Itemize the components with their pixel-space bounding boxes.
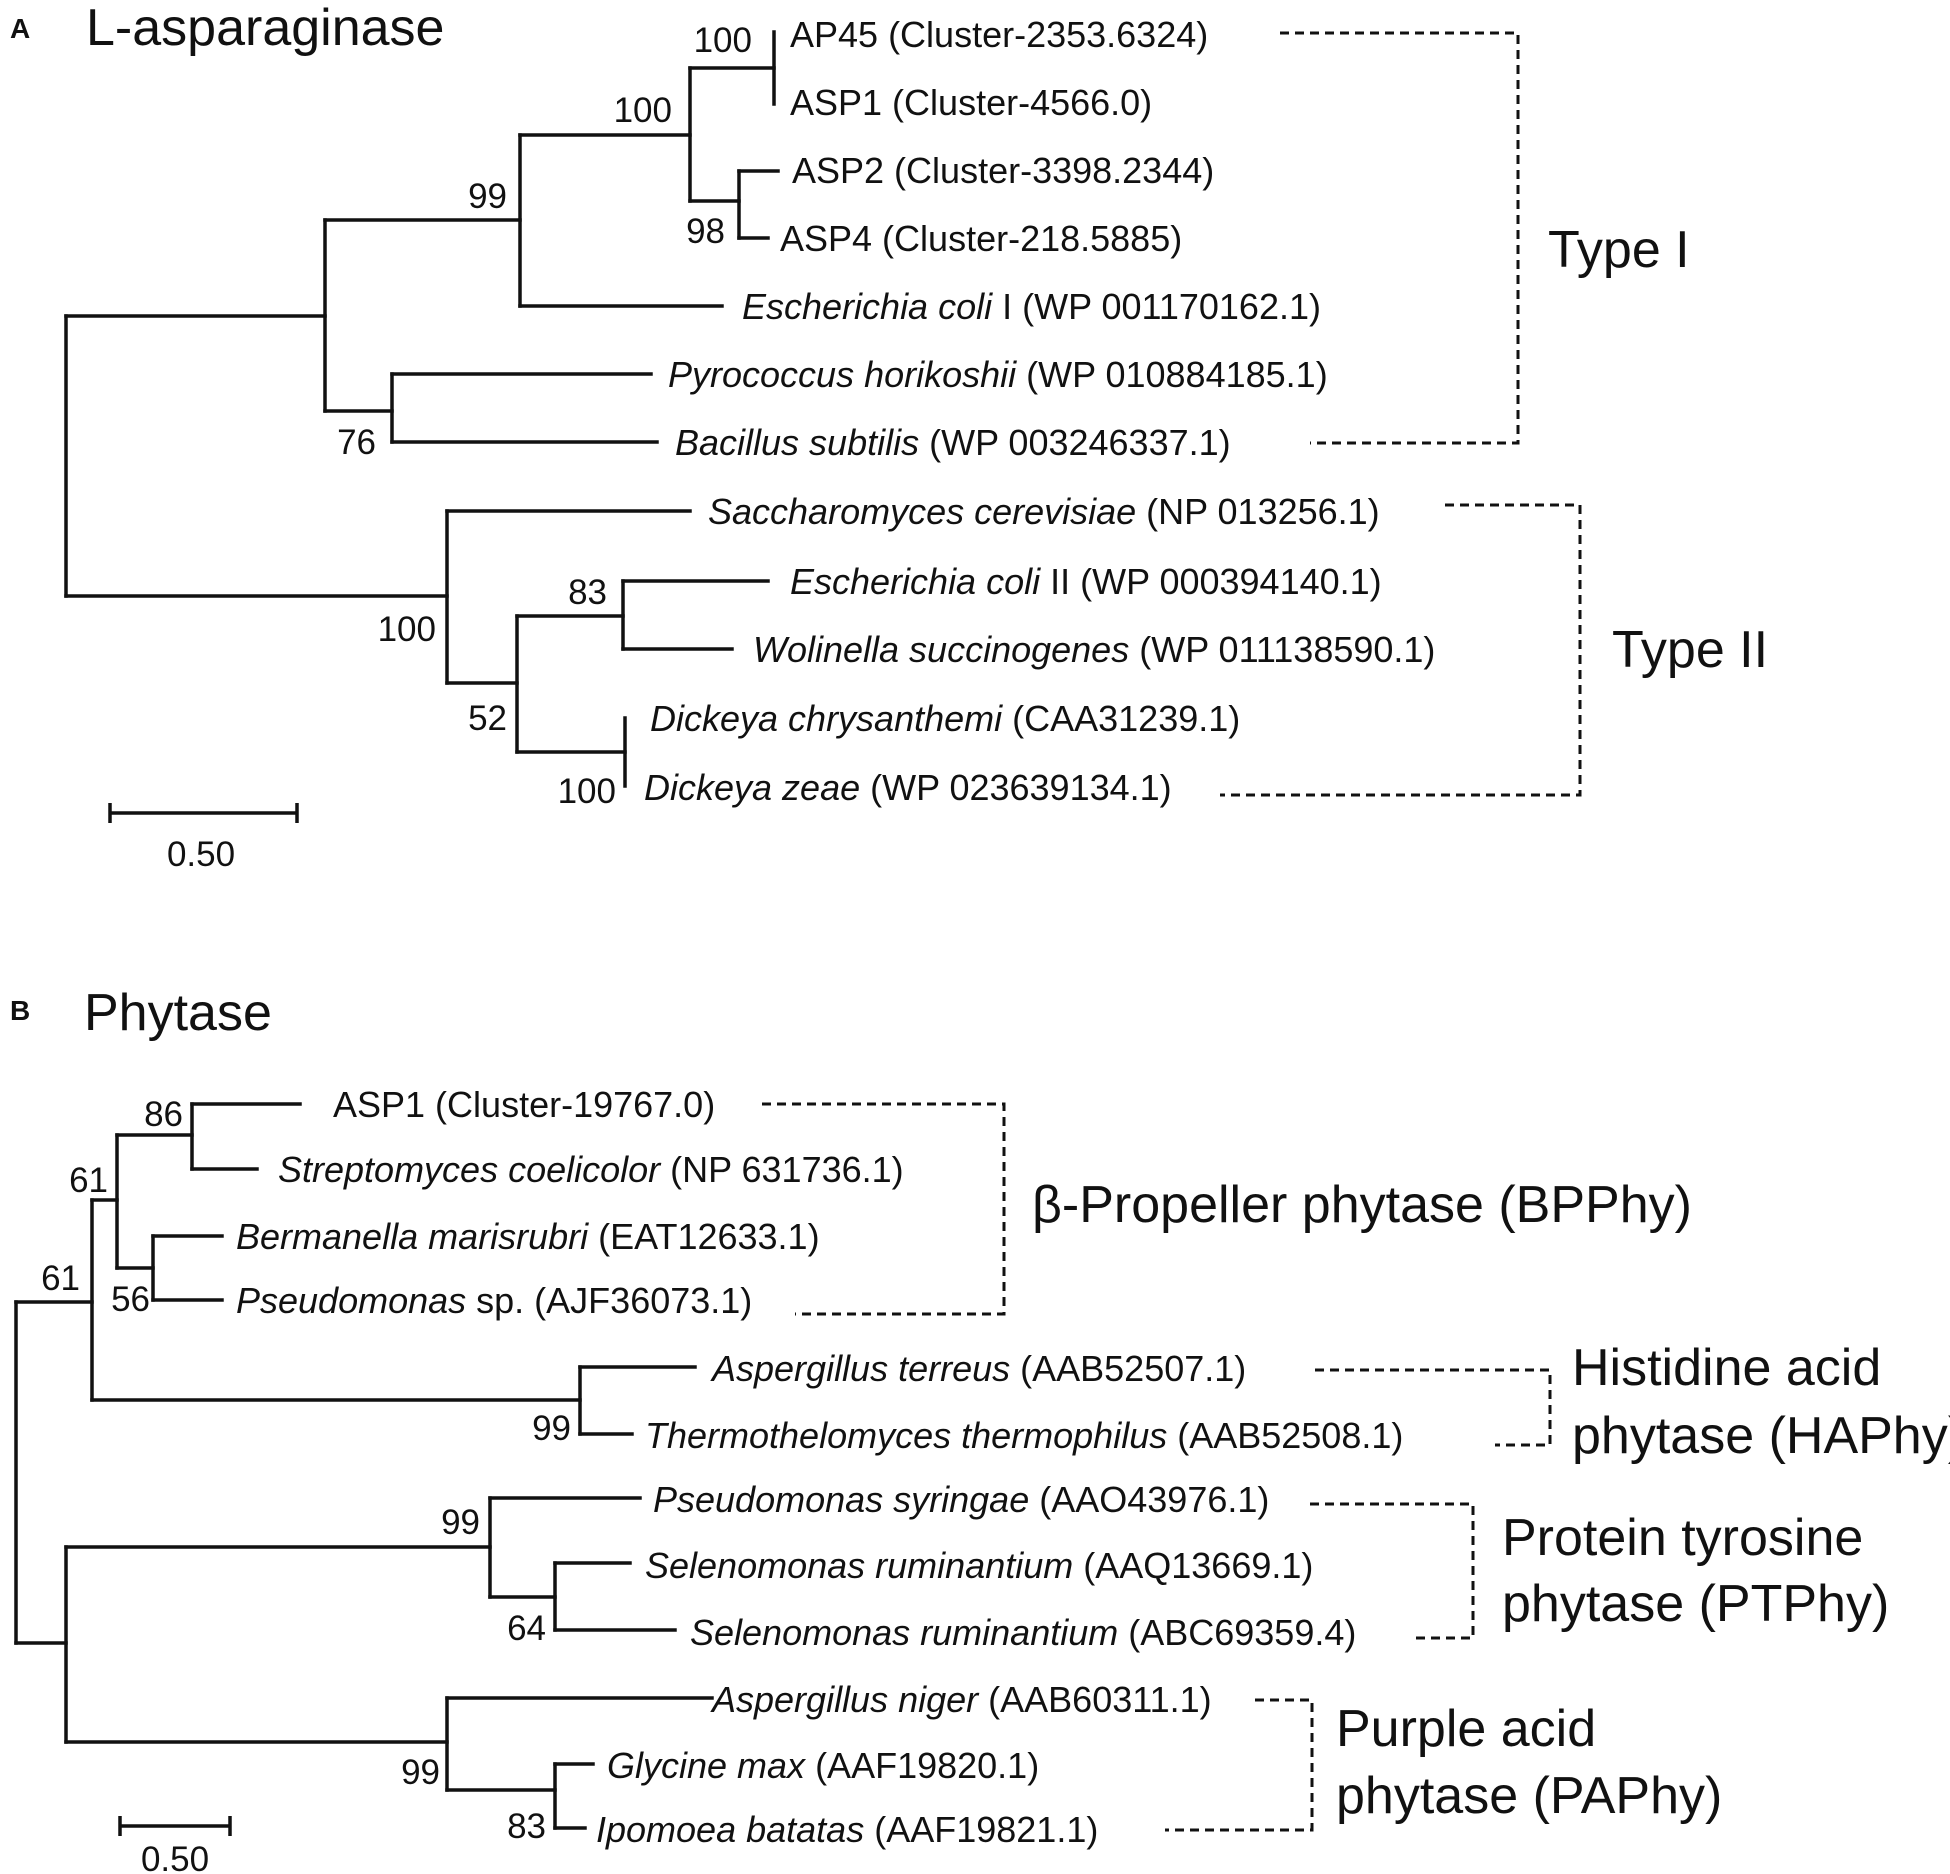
- panel-b-tree: [14, 1102, 714, 1830]
- panel-b-leaves: ASP1 (Cluster-19767.0) Streptomyces coel…: [236, 1084, 1403, 1850]
- bootstrap-value: 83: [507, 1807, 546, 1846]
- paphy-label-line1: Purple acid: [1336, 1700, 1596, 1758]
- leaf-label: Dickeya zeae (WP 023639134.1): [644, 767, 1172, 808]
- leaf-label: Selenomonas ruminantium (AAQ13669.1): [645, 1545, 1313, 1586]
- leaf-label: ASP4 (Cluster-218.5885): [780, 218, 1182, 259]
- bootstrap-value: 86: [144, 1095, 183, 1134]
- leaf-label: Aspergillus terreus (AAB52507.1): [710, 1348, 1246, 1389]
- leaf-label: Pseudomonas syringae (AAO43976.1): [653, 1479, 1269, 1520]
- leaf-label: Aspergillus niger (AAB60311.1): [710, 1679, 1212, 1720]
- leaf-label: Escherichia coli II (WP 000394140.1): [790, 561, 1382, 602]
- bootstrap-value: 98: [686, 212, 725, 251]
- haphy-bracket: [1315, 1368, 1552, 1447]
- type-i-bracket: [1280, 31, 1520, 445]
- leaf-label: Saccharomyces cerevisiae (NP 013256.1): [708, 491, 1380, 532]
- paphy-label-line2: phytase (PAPhy): [1336, 1767, 1722, 1825]
- panel-b-bootstrap: 86 61 56 61 99 99 64 99 83: [41, 1095, 571, 1846]
- bootstrap-value: 99: [401, 1753, 440, 1792]
- panel-a-scale-bar: [108, 803, 299, 823]
- bootstrap-value: 61: [41, 1259, 80, 1298]
- bootstrap-value: 99: [468, 177, 507, 216]
- leaf-label: Wolinella succinogenes (WP 011138590.1): [753, 629, 1435, 670]
- leaf-label: Streptomyces coelicolor (NP 631736.1): [278, 1149, 904, 1190]
- leaf-label: Thermothelomyces thermophilus (AAB52508.…: [645, 1415, 1403, 1456]
- leaf-label: ASP1 (Cluster-19767.0): [333, 1084, 715, 1125]
- panel-a-title: L-asparaginase: [86, 0, 444, 57]
- leaf-label: Selenomonas ruminantium (ABC69359.4): [690, 1612, 1356, 1653]
- bootstrap-value: 100: [378, 610, 436, 649]
- haphy-label-line1: Histidine acid: [1572, 1339, 1881, 1397]
- panel-b-scale-bar: [118, 1816, 232, 1836]
- leaf-label: Ipomoea batatas (AAF19821.1): [596, 1809, 1098, 1850]
- panel-b-letter: B: [10, 995, 30, 1026]
- bootstrap-value: 64: [507, 1609, 546, 1648]
- panel-a-letter: A: [10, 13, 30, 44]
- haphy-label-line2: phytase (HAPhy): [1572, 1407, 1950, 1465]
- leaf-label: Dickeya chrysanthemi (CAA31239.1): [650, 698, 1240, 739]
- panel-a: A L-asparaginase: [10, 0, 1768, 874]
- bpphy-label: β-Propeller phytase (BPPhy): [1032, 1176, 1692, 1234]
- ptphy-bracket: [1310, 1502, 1475, 1640]
- leaf-label: AP45 (Cluster-2353.6324): [790, 14, 1208, 55]
- leaf-label: Bermanella marisrubri (EAT12633.1): [236, 1216, 820, 1257]
- leaf-label: ASP1 (Cluster-4566.0): [790, 82, 1152, 123]
- bootstrap-value: 52: [468, 699, 507, 738]
- bootstrap-value: 99: [532, 1409, 571, 1448]
- leaf-label: Pyrococcus horikoshii (WP 010884185.1): [668, 354, 1328, 395]
- leaf-label: ASP2 (Cluster-3398.2344): [792, 150, 1214, 191]
- panel-a-leaves: AP45 (Cluster-2353.6324) ASP1 (Cluster-4…: [644, 14, 1435, 808]
- bootstrap-value: 100: [558, 772, 616, 811]
- bootstrap-value: 100: [614, 91, 672, 130]
- leaf-label: Pseudomonas sp. (AJF36073.1): [236, 1280, 752, 1321]
- panel-a-scale-label: 0.50: [167, 835, 235, 874]
- panel-b-title: Phytase: [84, 984, 272, 1042]
- leaf-label: Bacillus subtilis (WP 003246337.1): [675, 422, 1231, 463]
- type-ii-label: Type II: [1612, 621, 1768, 679]
- bootstrap-value: 76: [337, 423, 376, 462]
- bootstrap-value: 56: [111, 1280, 150, 1319]
- panel-a-tree: [64, 30, 780, 788]
- panel-b: B Phytase: [10, 984, 1950, 1874]
- ptphy-label-line1: Protein tyrosine: [1502, 1509, 1863, 1567]
- paphy-bracket: [1165, 1698, 1314, 1832]
- bpphy-bracket: [762, 1102, 1006, 1316]
- bootstrap-value: 99: [441, 1503, 480, 1542]
- bootstrap-value: 61: [69, 1161, 108, 1200]
- bootstrap-value: 100: [694, 21, 752, 60]
- type-i-label: Type I: [1548, 221, 1690, 279]
- panel-a-bootstrap: 100 100 98 99 76 83 52 100 100: [337, 21, 752, 811]
- type-ii-bracket: [1220, 503, 1582, 797]
- ptphy-label-line2: phytase (PTPhy): [1502, 1575, 1889, 1633]
- panel-b-scale-label: 0.50: [141, 1840, 209, 1874]
- leaf-label: Glycine max (AAF19820.1): [607, 1745, 1039, 1786]
- leaf-label: Escherichia coli I (WP 001170162.1): [742, 286, 1321, 327]
- bootstrap-value: 83: [568, 573, 607, 612]
